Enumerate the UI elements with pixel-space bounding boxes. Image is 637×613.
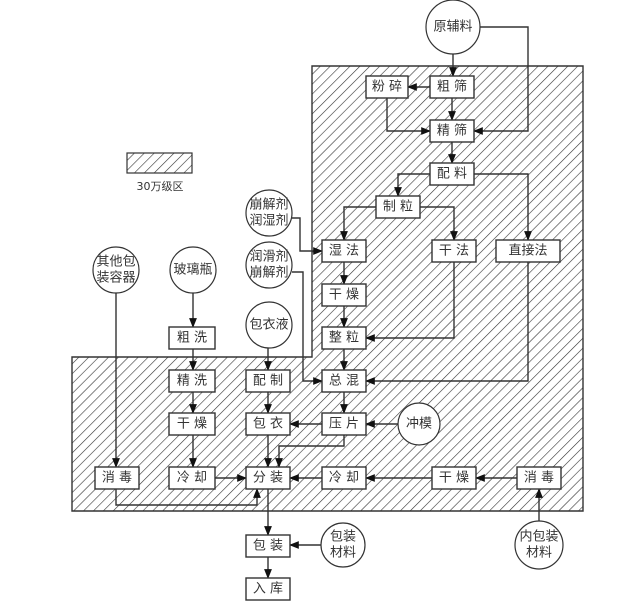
box-label: 粗 洗 <box>177 331 207 346</box>
circle-label: 崩解剂 <box>249 198 288 213</box>
box-drying-left: 干 燥 <box>168 412 216 436</box>
box-label: 粉 碎 <box>372 80 402 95</box>
box-label: 包 装 <box>253 539 283 554</box>
circle-label: 原辅料 <box>433 20 472 35</box>
box-coarse-sieve: 粗 筛 <box>429 75 475 99</box>
circle-label: 润滑剂 <box>249 250 288 265</box>
box-label: 冷 却 <box>329 471 359 486</box>
circle-label: 润湿剂 <box>249 214 288 229</box>
box-tablet-press: 压 片 <box>321 412 367 436</box>
circle-label: 冲模 <box>406 417 432 432</box>
box-label: 消 毒 <box>102 471 132 486</box>
box-label: 配 制 <box>253 374 283 389</box>
box-fine-sieve: 精 筛 <box>429 119 475 143</box>
box-storage: 入 库 <box>245 577 291 601</box>
circle-raw-materials: 原辅料 <box>425 0 481 55</box>
box-coating: 包 衣 <box>245 412 291 436</box>
box-cooling-left: 冷 却 <box>168 466 216 490</box>
box-label: 整 粒 <box>329 331 359 346</box>
circle-label: 装容器 <box>96 270 135 286</box>
box-wet-method: 湿 法 <box>321 239 367 263</box>
box-packaging: 包 装 <box>245 534 291 558</box>
box-label: 精 筛 <box>437 124 467 139</box>
arrow-granulate-to-dry <box>420 206 458 241</box>
arrow-press-to-pack <box>275 435 345 468</box>
circle-disintegrant-wetting-agent: 崩解剂 润湿剂 <box>245 189 293 237</box>
connectors <box>112 26 543 579</box>
box-total-mix: 总 混 <box>321 369 367 393</box>
arrow-batching-to-direct <box>474 173 532 241</box>
arrow-lubricant-to-mix <box>292 271 323 385</box>
box-label: 干 法 <box>439 244 469 259</box>
circle-label: 材料 <box>330 546 356 561</box>
box-sterilize-left: 消 毒 <box>94 466 140 490</box>
circle-label: 崩解剂 <box>249 266 288 281</box>
circle-label: 材料 <box>526 546 552 561</box>
arrow-crush-to-fine <box>386 98 431 135</box>
circle-label: 包衣液 <box>249 317 288 333</box>
box-coating-prep: 配 制 <box>245 369 291 393</box>
arrow-binder-to-wet <box>292 217 323 255</box>
circle-label: 玻璃瓶 <box>173 263 212 278</box>
arrow-sterilize-left-to-pack <box>115 488 261 506</box>
box-fine-wash: 精 洗 <box>168 369 216 393</box>
box-drying-right: 干 燥 <box>431 466 477 490</box>
legend-label: 30万级区 <box>137 180 184 193</box>
box-label: 精 洗 <box>177 374 207 389</box>
circle-other-containers: 其他包 装容器 <box>92 246 140 294</box>
box-label: 湿 法 <box>329 244 359 259</box>
circle-glass-bottle: 玻璃瓶 <box>169 246 217 294</box>
arrow-granulate-to-wet <box>340 206 376 241</box>
box-filling: 分 装 <box>245 466 291 490</box>
box-label: 冷 却 <box>177 471 207 486</box>
circle-packaging-material: 包装 材料 <box>320 522 366 568</box>
box-rough-wash: 粗 洗 <box>168 326 216 350</box>
box-label: 干 燥 <box>329 288 359 303</box>
arrow-dryfa-to-sizing <box>365 262 455 342</box>
arrow-raw-to-fine-sieve <box>473 26 529 135</box>
box-label: 总 混 <box>329 374 359 389</box>
box-crush: 粉 碎 <box>365 75 409 99</box>
box-dry-method: 干 法 <box>431 239 477 263</box>
circle-inner-packaging-material: 内包装 材料 <box>514 520 564 570</box>
box-direct-method: 直接法 <box>495 239 561 263</box>
box-label: 压 片 <box>329 417 359 432</box>
circle-lubricant-disintegrant: 润滑剂 崩解剂 <box>245 241 293 289</box>
box-cooling-right: 冷 却 <box>321 466 367 490</box>
box-granulate: 制 粒 <box>375 195 421 219</box>
arrow-batching-to-granulate <box>394 173 430 197</box>
box-label: 干 燥 <box>439 471 469 486</box>
circle-coating-liquid: 包衣液 <box>245 301 293 349</box>
legend-swatch <box>126 152 193 174</box>
box-label: 配 料 <box>437 167 467 182</box>
box-label: 粗 筛 <box>437 80 467 95</box>
box-label: 干 燥 <box>177 417 207 432</box>
circle-label: 内包装 <box>519 529 558 545</box>
box-label: 入 库 <box>253 581 283 597</box>
box-label: 分 装 <box>253 471 283 486</box>
circle-punch-die: 冲模 <box>397 402 441 446</box>
box-sizing: 整 粒 <box>321 326 367 350</box>
box-batching: 配 料 <box>429 162 475 186</box>
box-label: 包 衣 <box>253 416 283 432</box>
box-label: 消 毒 <box>524 471 554 486</box>
legend: 30万级区 <box>126 152 193 193</box>
box-sterilize-right: 消 毒 <box>516 466 562 490</box>
circle-label: 其他包 <box>96 255 135 270</box>
box-label: 直接法 <box>508 243 547 259</box>
arrow-direct-to-mix <box>365 262 529 385</box>
circle-label: 包装 <box>330 530 356 545</box>
box-label: 制 粒 <box>383 200 413 215</box>
box-drying-mid: 干 燥 <box>321 283 367 307</box>
